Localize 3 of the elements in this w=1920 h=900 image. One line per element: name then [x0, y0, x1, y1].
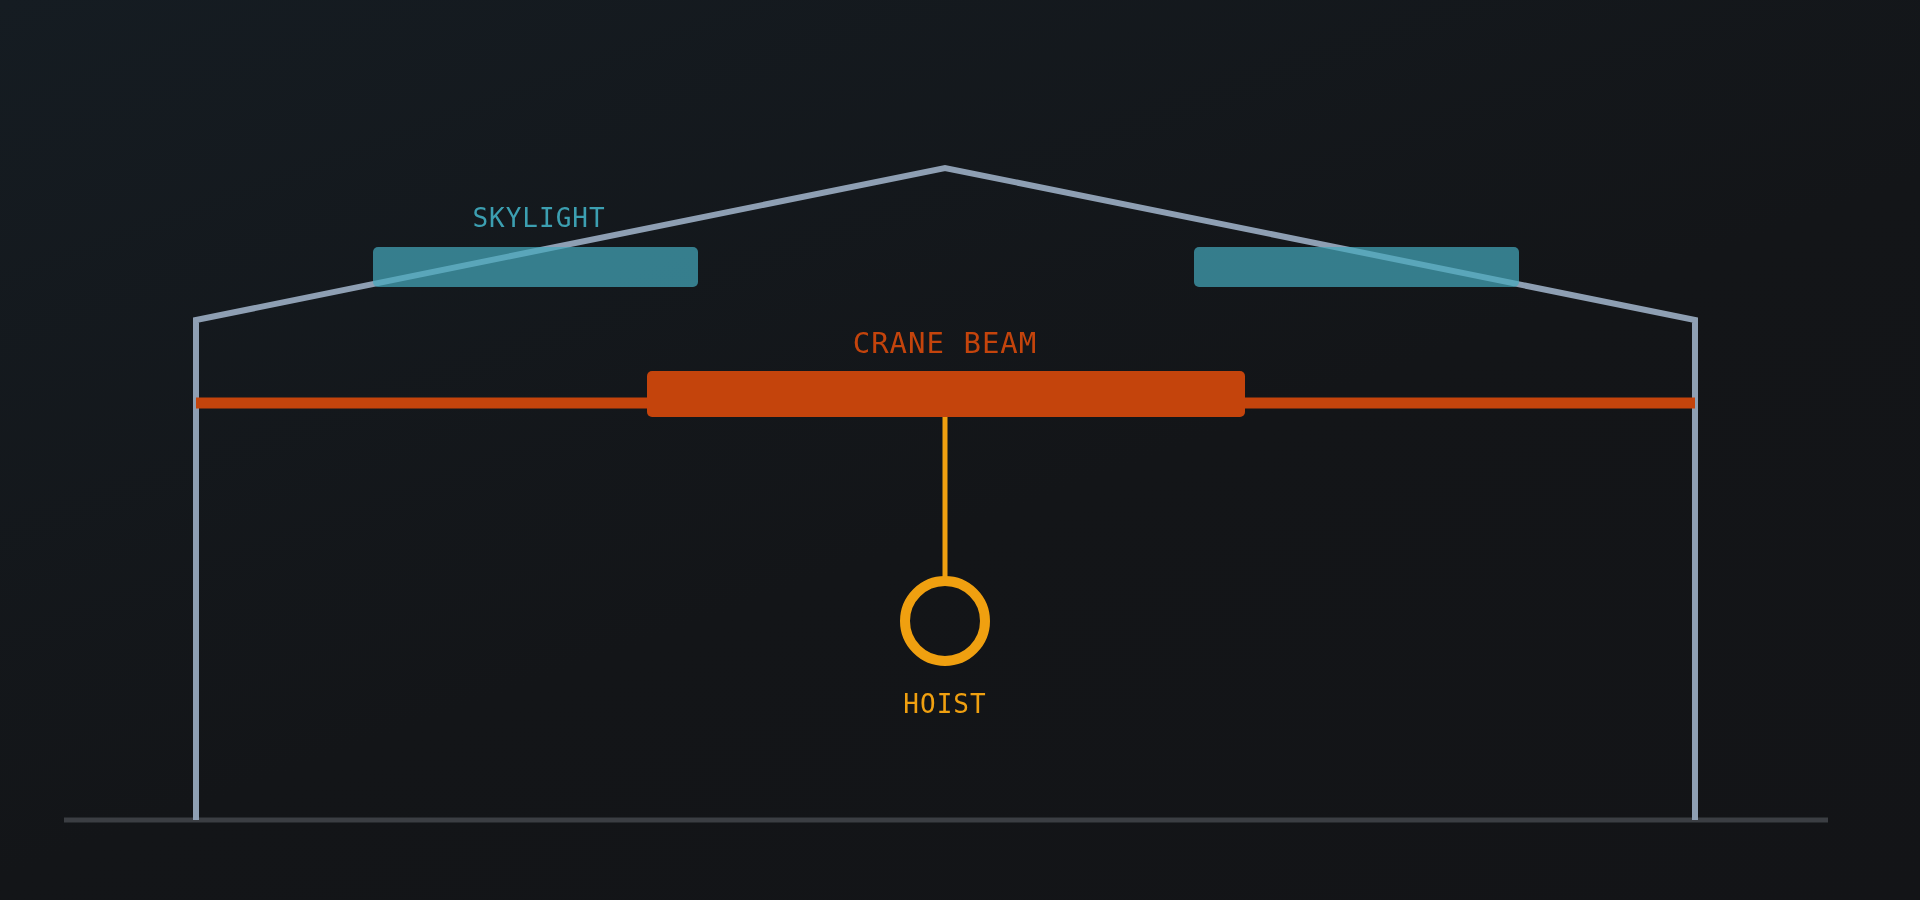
part-label: CRANE BEAM: [852, 328, 1038, 358]
part-label: HOIST: [903, 691, 987, 717]
part-label: SKYLIGHT: [472, 205, 606, 231]
